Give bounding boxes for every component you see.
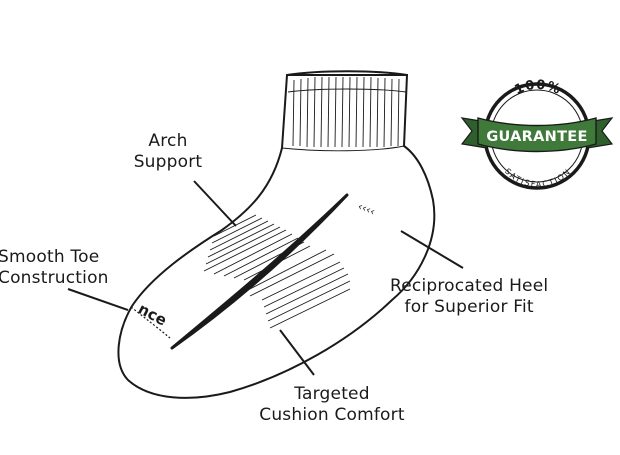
arch-label-line-1: Arch xyxy=(118,131,218,152)
cushion-comfort-label: Targeted Cushion Comfort xyxy=(232,384,432,426)
heel-label-line-2: for Superior Fit xyxy=(390,297,548,318)
reciprocated-heel-label: Reciprocated Heel for Superior Fit xyxy=(390,276,548,318)
cushion-label-line-1: Targeted xyxy=(232,384,432,405)
arch-label-line-2: Support xyxy=(118,152,218,173)
arch-leader-line xyxy=(194,181,236,226)
toe-label-line-1: Smooth Toe xyxy=(0,247,109,268)
ribbon-text: GUARANTEE xyxy=(486,129,587,145)
arch-support-label: Arch Support xyxy=(118,131,218,173)
sock-outline xyxy=(118,75,434,398)
toe-leader-line xyxy=(68,289,128,310)
cushion-label-line-2: Cushion Comfort xyxy=(232,405,432,426)
smooth-toe-label: Smooth Toe Construction xyxy=(0,247,109,289)
heel-label-line-1: Reciprocated Heel xyxy=(390,276,548,297)
toe-label-line-2: Construction xyxy=(0,268,109,289)
guarantee-badge: 100% SATISFACTION GUARANTEE xyxy=(462,78,612,189)
